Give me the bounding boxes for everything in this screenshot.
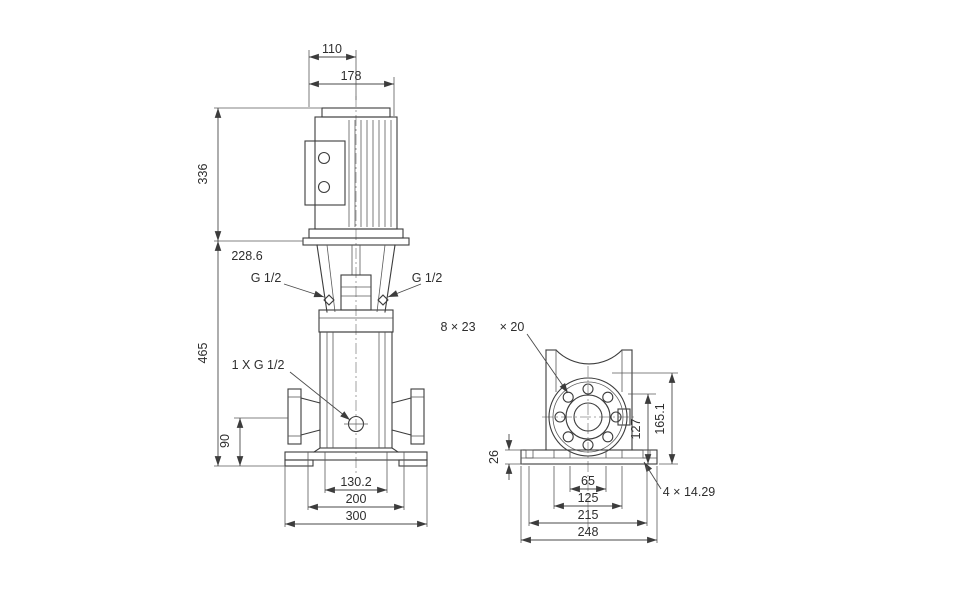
outer-sleeve	[319, 331, 393, 449]
pump-base	[284, 447, 428, 467]
flange-bolt-holes	[554, 383, 622, 451]
vent-plug-right	[377, 294, 389, 306]
motor-fins	[348, 120, 392, 227]
base-hole-left	[525, 449, 534, 459]
flange-bolt-label: 8 × 23	[440, 320, 475, 334]
pump-cylinder	[319, 331, 393, 449]
flange-outer-circle	[548, 377, 628, 457]
side-bottom-dimensions: 65 125 215 248	[520, 466, 658, 544]
front-left-dimensions: 336 465 228.6 90	[196, 107, 322, 467]
dim-300-label: 300	[346, 509, 367, 523]
front-view: 110 178 336 465 228.6 90 G 1/2 G 1/2 1 X…	[196, 42, 443, 528]
port-callouts: G 1/2 G 1/2 1 X G 1/2	[232, 271, 443, 421]
front-bottom-dimensions: 130.2 200 300	[284, 460, 428, 528]
dim-90-label: 90	[218, 434, 232, 448]
base-plate	[284, 451, 428, 461]
side-tab	[617, 408, 631, 426]
dim-127-label: 127	[629, 419, 643, 440]
dim-125-label: 125	[578, 491, 599, 505]
port-right-label: G 1/2	[412, 271, 443, 285]
motor	[302, 107, 410, 246]
dim-336-label: 336	[196, 164, 210, 185]
flange-raised-face	[565, 394, 611, 440]
dim-215-label: 215	[578, 508, 599, 522]
vent-plug-left	[323, 294, 335, 306]
base-hole-right	[642, 449, 651, 459]
base-foot-left	[284, 459, 314, 467]
port-left-label: G 1/2	[251, 271, 282, 285]
dim-465-label: 465	[196, 343, 210, 364]
front-top-dimensions: 110 178	[308, 42, 395, 116]
flange-bore	[573, 402, 603, 432]
bracket-body	[545, 349, 633, 451]
terminal-box-gland-bottom	[317, 180, 331, 194]
suction-flange-face	[548, 377, 628, 457]
drain-port-label: 1 X G 1/2	[232, 358, 285, 372]
flange-bolt-depth-label: × 20	[500, 320, 525, 334]
dim-110-label: 110	[322, 42, 342, 56]
pipe-flanges	[287, 388, 425, 445]
terminal-box	[304, 140, 346, 206]
flange-bolt-callout: 8 × 23 × 20	[440, 320, 569, 394]
dim-178-label: 178	[341, 69, 362, 83]
motor-stool-plate	[302, 237, 410, 246]
base-plate-outline	[520, 449, 658, 465]
side-left-dimensions: 26	[487, 434, 523, 480]
side-view: 8 × 23 × 20 4 × 14.29 26 127 165.1	[440, 320, 716, 544]
flange-right	[410, 388, 425, 445]
dim-248-label: 248	[578, 525, 599, 539]
dim-200-label: 200	[346, 492, 367, 506]
flange-left	[287, 388, 302, 445]
side-right-dimensions: 127 165.1	[612, 372, 678, 465]
base-foot-right	[398, 459, 428, 467]
base-hole-label: 4 × 14.29	[663, 485, 716, 499]
dim-26-label: 26	[487, 450, 501, 464]
dim-130-2-label: 130.2	[340, 475, 371, 489]
dim-165-1-label: 165.1	[653, 403, 667, 434]
base-hole-callout: 4 × 14.29	[643, 461, 716, 499]
saddle-arc	[555, 349, 623, 365]
terminal-box-gland-top	[317, 151, 331, 165]
dim-228-6-label: 228.6	[231, 249, 262, 263]
dim-65-label: 65	[581, 474, 595, 488]
